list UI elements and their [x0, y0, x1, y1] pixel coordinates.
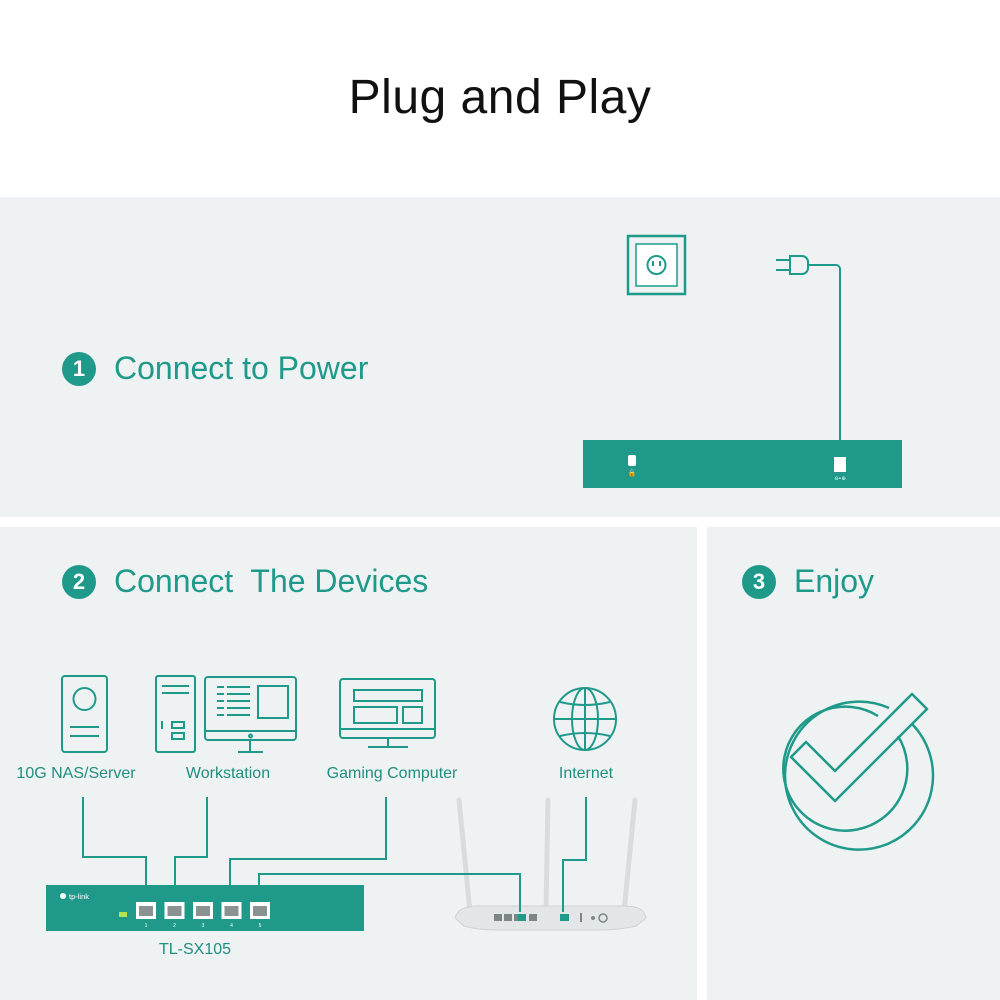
power-plug-icon	[776, 255, 832, 275]
device-label-workstation: Workstation	[185, 765, 271, 782]
step-3-heading: 3 Enjoy	[742, 563, 874, 600]
internet-globe-icon	[553, 687, 617, 751]
step-3-number: 3	[742, 564, 776, 599]
panel-enjoy	[707, 527, 1000, 1000]
gaming-computer-icon	[339, 678, 436, 748]
step-2-number: 2	[62, 564, 96, 599]
svg-text:🔒: 🔒	[628, 469, 637, 477]
switch-port-socket	[139, 906, 153, 916]
switch-port-socket	[196, 906, 210, 916]
switch-port-number: 2	[173, 923, 176, 929]
device-label-nas: 10G NAS/Server	[16, 765, 136, 782]
switch-port-number: 3	[202, 923, 205, 929]
check-circle-icon	[782, 692, 935, 851]
switch-rear-panel: 🔒 ⊖•⊕	[583, 440, 902, 488]
switch-port-number: 4	[230, 923, 233, 929]
router-icon	[454, 797, 647, 931]
nas-server-icon	[61, 675, 108, 753]
device-label-gaming: Gaming Computer	[326, 765, 458, 782]
switch-front-panel: tp-link 1 2 3 4 5	[46, 885, 364, 931]
switch-brand: tp-link	[69, 892, 89, 901]
device-label-internet: Internet	[558, 765, 614, 782]
switch-port-socket	[224, 906, 239, 916]
switch-port-number: 1	[145, 923, 148, 929]
step-2-heading: 2 Connect The Devices	[62, 563, 428, 600]
step-1-heading: 1 Connect to Power	[62, 350, 368, 387]
page-title: Plug and Play	[348, 71, 652, 124]
switch-model-label: TL-SX105	[158, 941, 232, 958]
wall-outlet-icon	[626, 234, 687, 296]
switch-port-number: 5	[259, 923, 262, 929]
step-3-label: Enjoy	[794, 563, 875, 599]
workstation-icon	[155, 675, 297, 753]
switch-power-led	[119, 912, 127, 917]
power-cable	[832, 264, 841, 443]
switch-port-socket	[253, 906, 267, 916]
step-2-label: Connect The Devices	[114, 563, 429, 599]
step-1-label: Connect to Power	[114, 350, 369, 386]
switch-port-socket	[167, 906, 182, 916]
svg-text:⊖•⊕: ⊖•⊕	[834, 476, 845, 482]
step-1-number: 1	[62, 351, 96, 386]
